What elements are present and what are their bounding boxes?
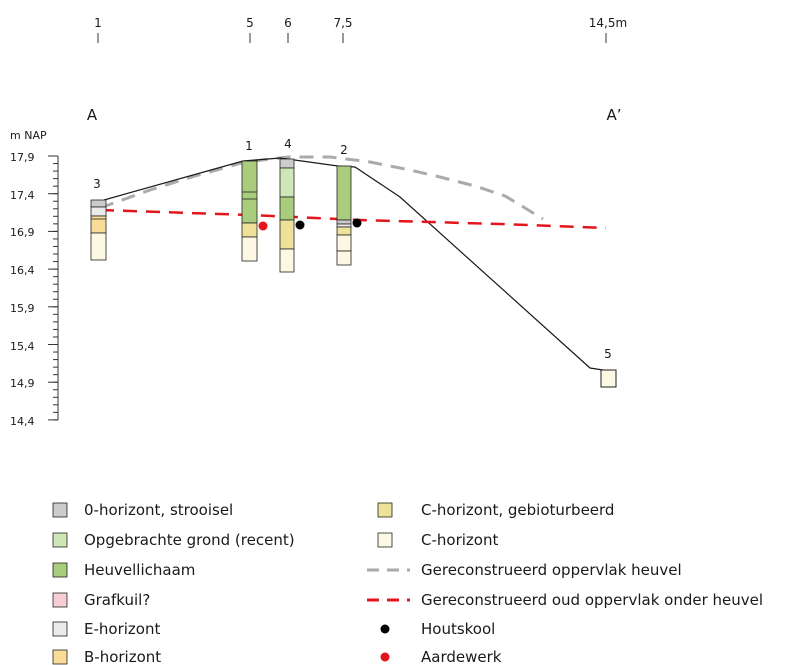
legend-item-old-surface: Gereconstrueerd oud oppervlak onder heuv… [367,591,763,609]
legend-label: Aardewerk [421,648,502,665]
section-start-label: A [87,106,98,124]
legend-label: C-horizont, gebioturbeerd [421,501,614,519]
legend-red-dot-symbol [380,652,390,662]
legend-item-pottery: Aardewerk [380,648,502,665]
legend-item-charcoal: Houtskool [380,620,495,638]
distance-label-6: 6 [284,16,292,30]
layer-mound-body [279,196,295,221]
layer-c-horizon [600,369,617,388]
legend-swatch [52,562,68,578]
distance-label-14-5: 14,5m [589,16,627,30]
section-end-label: A’ [606,106,621,124]
charcoal-find-marker [295,220,305,230]
borehole-column-1 [241,160,258,262]
layer-c-horizon [279,248,295,273]
legend-label: Gereconstrueerd oppervlak heuvel [421,561,682,579]
reconstructed-mound-surface-line [99,155,544,221]
legend-swatch [52,649,68,665]
legend-item-c-bioturbated: C-horizont, gebioturbeerd [377,501,614,519]
legend-item-o-horizon: 0-horizont, strooisel [52,501,233,519]
layer-c-horizon [241,236,258,262]
legend-item-reconstructed-surface: Gereconstrueerd oppervlak heuvel [367,561,682,579]
layer-e-horizon [90,206,107,217]
legend-label: Gereconstrueerd oud oppervlak onder heuv… [421,591,763,609]
charcoal-find-marker [352,218,362,228]
legend-item-applied-soil: Opgebrachte grond (recent) [52,531,295,549]
legend-swatch [52,592,68,608]
layer-o-horizon [336,219,352,225]
column-label-2: 2 [340,143,348,157]
borehole-column-4 [279,158,295,273]
legend-black-dot-symbol [380,624,390,634]
legend-label: Heuvellichaam [84,561,195,579]
borehole-column-5 [600,369,617,388]
layer-applied-soil [279,167,295,198]
y-tick-label: 16,4 [10,264,35,277]
layer-e-horizon [336,223,352,228]
legend-item-e-horizon: E-horizont [52,620,160,638]
legend-label: Opgebrachte grond (recent) [84,531,295,549]
column-label-3: 3 [93,177,101,191]
legend-label: C-horizont [421,531,498,549]
layer-b-horizon [90,215,107,234]
legend-swatch [377,532,393,548]
legend-swatch [377,502,393,518]
legend-swatch [52,621,68,637]
legend-label: 0-horizont, strooisel [84,501,233,519]
legend-label: Houtskool [421,620,495,638]
distance-label-5: 5 [246,16,254,30]
column-label-1: 1 [245,139,253,153]
layer-c-horizon [336,234,352,252]
column-label-5: 5 [604,347,612,361]
layer-c-bioturbated [336,226,352,236]
current-surface-line [103,157,604,371]
layer-c-bioturbated [241,222,258,238]
distance-scale: 1 5 6 7,5 14,5m [94,16,627,43]
layer-o-horizon [90,199,107,208]
y-axis-minor-ticks [48,155,58,421]
legend-item-c-horizon: C-horizont [377,531,498,549]
y-tick-label: 17,4 [10,189,35,202]
legend-label: E-horizont [84,620,160,638]
legend-item-b-horizon: B-horizont [52,648,161,665]
layer-c-horizon [336,250,352,266]
legend-label: B-horizont [84,648,161,665]
column-label-4: 4 [284,137,292,151]
y-tick-label: 14,4 [10,415,35,428]
legend-label: Grafkuil? [84,591,150,609]
distance-label-1: 1 [94,16,102,30]
legend-item-mound-body: Heuvellichaam [52,561,195,579]
layer-mound-body [336,165,352,221]
y-tick-label: 14,9 [10,377,35,390]
legend: 0-horizont, strooisel Opgebrachte grond … [52,501,763,665]
y-tick-label: 15,9 [10,302,35,315]
legend-swatch [52,502,68,518]
y-tick-label: 15,4 [10,340,35,353]
y-tick-label: 16,9 [10,226,35,239]
layer-c-bioturbated [279,219,295,250]
layer-c-horizon [90,232,107,261]
layer-o-horizon [279,158,295,169]
legend-item-grave-pit: Grafkuil? [52,591,150,609]
y-axis-unit-label: m NAP [10,129,47,142]
borehole-column-2 [336,165,352,266]
borehole-column-3 [90,199,107,261]
pottery-find-marker [258,221,268,231]
y-axis: m NAP 17,9 17,4 16,9 16,4 15,9 15,4 14,9… [10,129,59,428]
distance-label-7-5: 7,5 [333,16,352,30]
y-tick-label: 17,9 [10,151,35,164]
legend-swatch [52,532,68,548]
